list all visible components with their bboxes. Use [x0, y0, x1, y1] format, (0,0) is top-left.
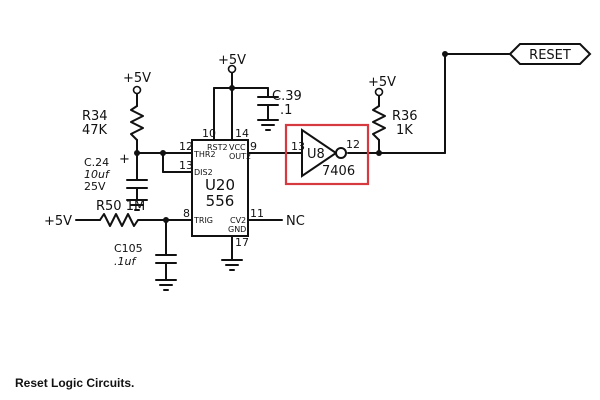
c24-name-label: C.24 — [84, 156, 109, 169]
pin-9-label: 9 — [250, 140, 257, 153]
r36-name-label: R36 — [392, 109, 418, 124]
c39-name-label: C.39 — [272, 89, 302, 104]
u8-output-pin-label: 12 — [346, 138, 360, 151]
ground-c39 — [257, 119, 279, 131]
terminal-vcc-top — [227, 64, 237, 74]
reset-connector — [508, 43, 592, 65]
junction-vcc — [229, 85, 235, 91]
figure-caption: Reset Logic Circuits. — [15, 376, 135, 390]
r50-label: R50 1M — [96, 199, 145, 214]
pin-17-label: 17 — [235, 236, 249, 249]
r34-value-label: 47K — [82, 123, 108, 138]
capacitors — [126, 96, 279, 264]
c24-voltage-label: 25V — [84, 180, 106, 193]
pin-dis-label: DIS2 — [194, 168, 213, 177]
ground-c24 — [126, 199, 148, 211]
pin-14-label: 14 — [235, 127, 249, 140]
u8-input-pin-label: 13 — [291, 140, 305, 153]
r36-symbol — [372, 105, 386, 141]
pin-rst-label: RST2 — [207, 143, 228, 152]
junction-r36 — [376, 150, 382, 156]
r36-value-label: 1K — [396, 123, 413, 138]
c39-value-label: .1 — [280, 103, 292, 118]
ground-u20 — [221, 259, 243, 271]
pin-cv-label: CV2 — [230, 216, 246, 225]
pin-10-label: 10 — [202, 127, 216, 140]
u8-highlight-box — [284, 123, 370, 186]
junction-reset — [442, 51, 448, 57]
c24-polarity-label: + — [119, 152, 130, 167]
terminal-vcc-left — [132, 85, 142, 95]
pin-gnd-label: GND — [228, 225, 246, 234]
c105-name-label: C105 — [114, 242, 143, 255]
u8-inverter-triangle — [301, 128, 338, 178]
u8-name-label: U8 — [307, 147, 325, 162]
c24-value-label: 10uf — [84, 168, 111, 181]
vcc-top-label: +5V — [218, 53, 246, 68]
u8-inverter-bubble — [335, 147, 347, 159]
supply-terminals — [132, 64, 384, 97]
terminal-vcc-r36 — [374, 87, 384, 97]
vcc-input-label: +5V — [44, 214, 72, 229]
u20-timer-box — [191, 139, 249, 237]
ground-c105 — [155, 279, 177, 291]
pin-11-label: 11 — [250, 207, 264, 220]
pin-out-label: OUT2 — [229, 152, 251, 161]
pin-8-label: 8 — [183, 207, 190, 220]
pin-vcc-label: VCC — [229, 143, 246, 152]
nc-label: NC — [286, 214, 305, 229]
vcc-left-label: +5V — [123, 71, 151, 86]
r34-symbol — [130, 105, 144, 141]
c105-value-label: .1uf — [114, 255, 137, 268]
pin-trig-label: TRIG — [193, 216, 213, 225]
reset-label: RESET — [529, 48, 571, 63]
r50-symbol — [99, 213, 143, 227]
resistors — [99, 105, 386, 227]
u20-part-label: 556 — [206, 192, 235, 210]
junction-dis — [160, 150, 166, 156]
junction-thr — [134, 150, 140, 156]
r34-name-label: R34 — [82, 109, 108, 124]
junction-trig — [163, 217, 169, 223]
pin-13-label: 13 — [179, 159, 193, 172]
pin-thr-label: THR2 — [193, 150, 216, 159]
pin-12-label: 12 — [179, 140, 193, 153]
u8-part-label: 7406 — [322, 164, 355, 179]
labels: +5V +5V +5V +5V R34 47K C.24 10uf 25V + … — [44, 48, 571, 268]
vcc-r36-label: +5V — [368, 75, 396, 90]
junctions — [134, 51, 448, 223]
u20-name-label: U20 — [205, 176, 235, 194]
